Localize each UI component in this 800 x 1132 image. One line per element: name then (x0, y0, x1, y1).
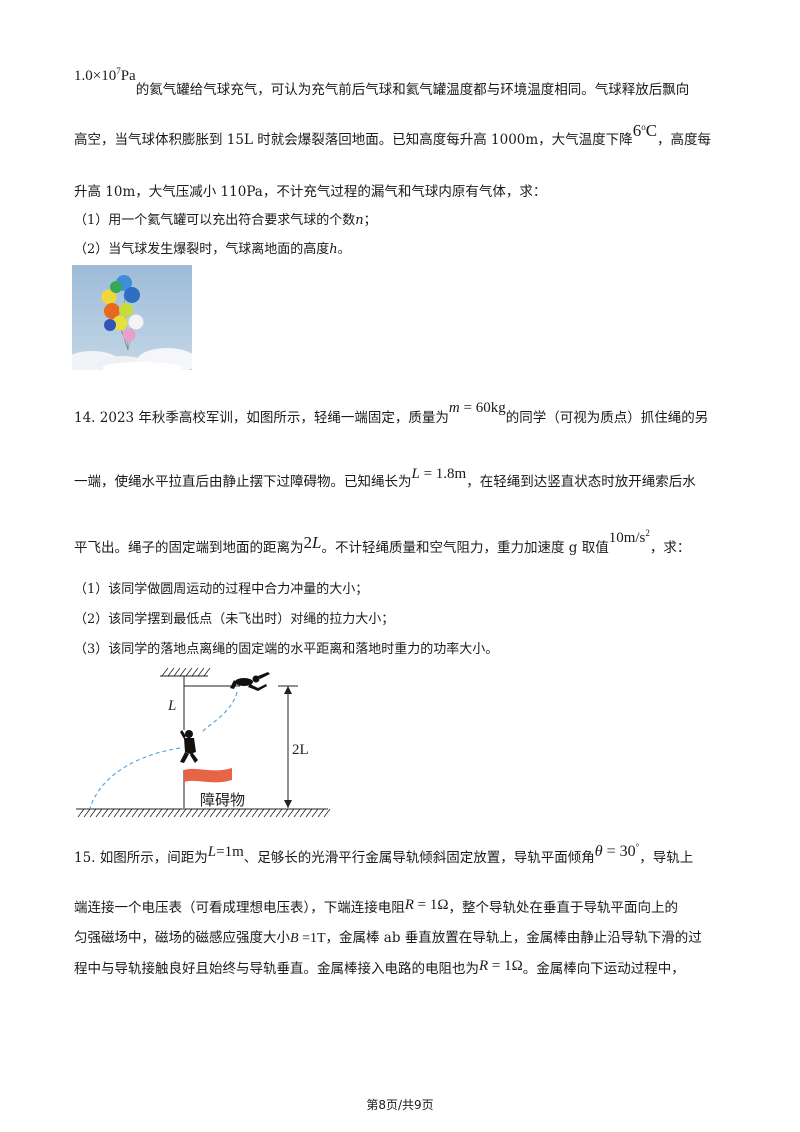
q15-spacing: L=1m (207, 844, 244, 860)
q14-line-1: 14. 2023 年秋季高校军训，如图所示，轻绳一端固定，质量为m = 60kg… (74, 400, 709, 426)
q15-line-2: 端连接一个电压表（可看成理想电压表），下端连接电阻R = 1Ω，整个导轨处在垂直… (74, 897, 679, 916)
q13-part-1: （1）用一个氦气罐可以充出符合要求气球的个数n； (74, 213, 377, 228)
q14-line-2: 一端，使绳水平拉直后由静止摆下过障碍物。已知绳长为L = 1.8m，在轻绳到达竖… (74, 466, 696, 490)
q13-part-2: （2）当气球发生爆裂时，气球离地面的高度h。 (74, 242, 351, 257)
q15-line-3: 匀强磁场中，磁场的磁感应强度大小B =1T，金属棒 ab 垂直放置在导轨上，金属… (74, 930, 702, 946)
q15-line-1: 15. 如图所示，间距为L=1m、足够长的光滑平行金属导轨倾斜固定放置，导轨平面… (74, 842, 694, 866)
q13-temp: 6oC (632, 121, 658, 140)
obstacle-flag-icon (183, 768, 232, 808)
person-top-icon (230, 672, 270, 691)
q15-rod-resistance: R = 1Ω (479, 958, 523, 974)
q14-part-2: （2）该同学摆到最低点（未飞出时）对绳的拉力大小； (74, 612, 395, 627)
q13-line-3: 升高 10m，大气压减小 110Pa，不计充气过程的漏气和气球内原有气体，求： (74, 184, 547, 200)
q15-line-4: 程中与导轨接触良好且始终与导轨垂直。金属棒接入电路的电阻也为R = 1Ω。金属棒… (74, 958, 685, 977)
q14-length: L = 1.8m (411, 466, 467, 482)
q14-part-3: （3）该同学的落地点离绳的固定端的水平距离和落地时重力的功率大小。 (74, 642, 499, 657)
ground-hatching (77, 808, 331, 818)
q14-g: 10m/s2 (608, 528, 650, 546)
q15-angle: θ = 30° (594, 842, 640, 860)
swing-diagram: 障碍物 L 2L (72, 662, 334, 830)
balloons-photo (72, 265, 192, 370)
q13-line-1: 1.0×107Pa的氦气罐给气球充气，可认为充气前后气球和氦气罐温度都与环境温度… (74, 66, 690, 98)
q14-line-3: 平飞出。绳子的固定端到地面的距离为2L。不计轻绳质量和空气阻力，重力加速度 g … (74, 528, 691, 556)
q14-part-1: （1）该同学做圆周运动的过程中合力冲量的大小； (74, 582, 369, 597)
obstacle-label: 障碍物 (200, 791, 245, 809)
height-2l-label: 2L (292, 742, 309, 758)
q14-mass: m = 60kg (448, 400, 506, 416)
q15-resistor: R = 1Ω (404, 897, 449, 913)
q13-pressure: 1.0×107Pa (74, 66, 136, 84)
person-bottom-icon (180, 730, 198, 763)
q14-height: 2L (303, 533, 322, 552)
q13-line-2: 高空，当气球体积膨胀到 15L 时就会爆裂落回地面。已知高度每升高 1000m，… (74, 121, 712, 148)
rope-length-label: L (167, 698, 176, 714)
page-number: 第8页/共9页 (366, 1098, 434, 1112)
q15-field: B =1T (290, 931, 326, 946)
